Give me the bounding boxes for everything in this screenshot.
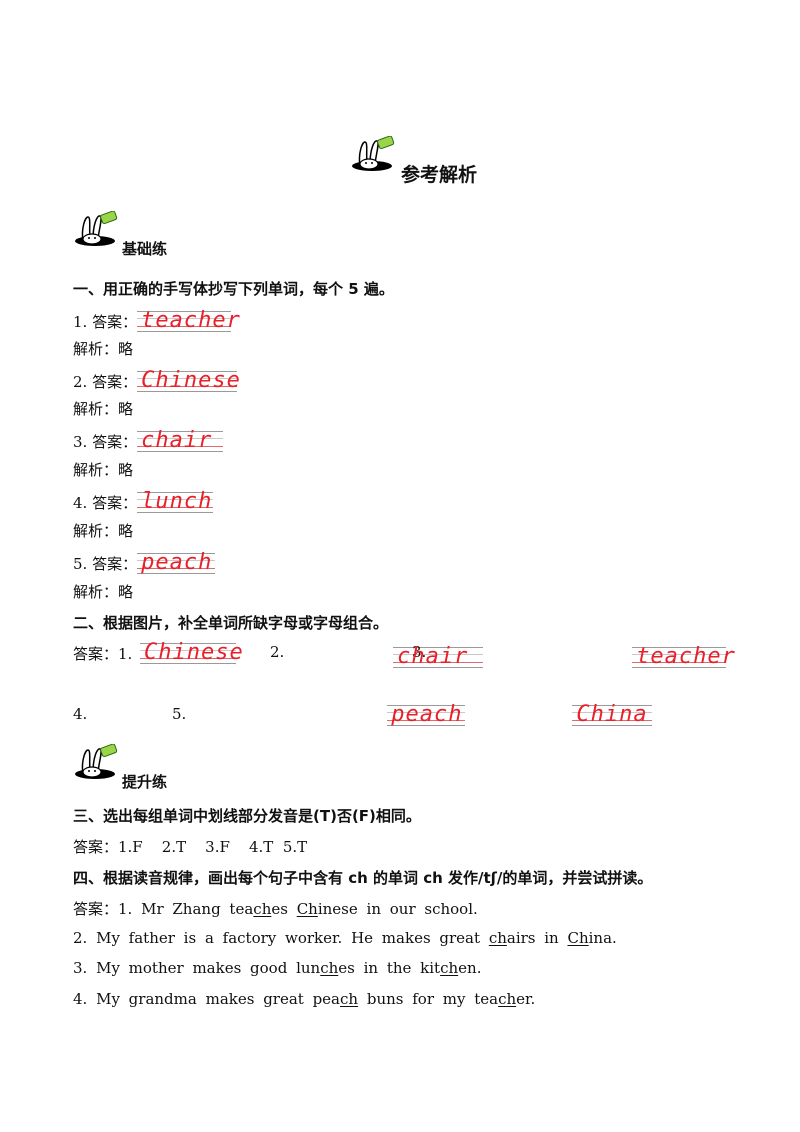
question-2-heading: 二、根据图片，补全单词所缺字母或字母组合。 [73, 614, 389, 632]
question-3-answer: 答案：1.F 2.T 3.F 4.T 5.T [73, 838, 308, 856]
bunny-icon [75, 211, 118, 246]
handwriting-box: lunch [137, 489, 214, 515]
q1-analysis-3: 解析：略 [73, 461, 134, 479]
question-3-heading: 三、选出每组单词中划线部分发音是(T)否(F)相同。 [73, 807, 421, 825]
handwriting-box: Chinese [137, 368, 240, 394]
q1-item-2: 2. 答案：Chinese [73, 368, 241, 394]
underlined-ch: ch [498, 990, 517, 1008]
question-1-heading: 一、用正确的手写体抄写下列单词，每个 5 遍。 [73, 280, 394, 298]
sentence-text: 4. My grandma makes great pea [73, 990, 341, 1008]
underlined-ch: ch [340, 990, 359, 1008]
underlined-ch: ch [440, 959, 459, 977]
underlined-ch: ch [253, 900, 272, 918]
handwriting-box: chair [137, 428, 224, 454]
sentence-text: 2. My father is a factory worker. He mak… [73, 929, 489, 947]
sentence-text: inese in our school. [317, 900, 478, 918]
q1-analysis-4: 解析：略 [73, 522, 134, 540]
q2-answer-5: China [572, 702, 653, 728]
sentence-text: ina. [588, 929, 617, 947]
underlined-ch: Ch [296, 900, 318, 918]
q2-num-2: 2. [270, 643, 285, 661]
q2-label: 答案：1. [73, 645, 133, 663]
q2-answer-4: peach [387, 702, 466, 728]
handwriting-box: peach [137, 550, 216, 576]
q1-item-1: 1. 答案：teacher [73, 308, 241, 334]
q1-item-5: 5. 答案：peach [73, 550, 216, 576]
underlined-ch: Ch [567, 929, 589, 947]
q1-analysis-5: 解析：略 [73, 583, 134, 601]
sentence-text: 答案：1. Mr Zhang tea [73, 900, 254, 918]
underlined-ch: ch [488, 929, 507, 947]
sentence-text: en. [458, 959, 482, 977]
q1-item-3: 3. 答案：chair [73, 428, 224, 454]
q2-num-5: 5. [172, 705, 187, 723]
sentence-text: es [271, 900, 297, 918]
q1-analysis-2: 解析：略 [73, 400, 134, 418]
underlined-ch: ch [320, 959, 339, 977]
q4-sentence-2: 2. My father is a factory worker. He mak… [73, 929, 617, 947]
q4-sentence-4: 4. My grandma makes great peach buns for… [73, 990, 535, 1008]
sentence-text: 3. My mother makes good lun [73, 959, 321, 977]
page-title: 参考解析 [401, 164, 478, 186]
q1-analysis-1: 解析：略 [73, 340, 134, 358]
handwriting-box: teacher [137, 308, 240, 334]
q2-answer-1: Chinese [140, 640, 243, 666]
question-4-heading: 四、根据读音规律，画出每个句子中含有 ch 的单词 ch 发作/tʃ/的单词，并… [73, 869, 653, 887]
sentence-text: airs in [506, 929, 568, 947]
q4-sentence-3: 3. My mother makes good lunches in the k… [73, 959, 481, 977]
sentence-text: er. [516, 990, 536, 1008]
sentence-text: es in the kit [338, 959, 441, 977]
q2-answer-2: chair [393, 644, 484, 670]
q2-num-3: 3. [412, 643, 427, 661]
q1-item-4: 4. 答案：lunch [73, 489, 214, 515]
q2-answer-3: teacher [632, 644, 735, 670]
bunny-icon [75, 744, 118, 779]
section-advanced-title: 提升练 [122, 773, 168, 791]
q2-num-4: 4. [73, 705, 88, 723]
q4-sentence-1: 答案：1. Mr Zhang teaches Chinese in our sc… [73, 898, 478, 919]
sentence-text: buns for my tea [358, 990, 499, 1008]
bunny-icon [352, 136, 395, 171]
section-basic-title: 基础练 [122, 240, 168, 258]
